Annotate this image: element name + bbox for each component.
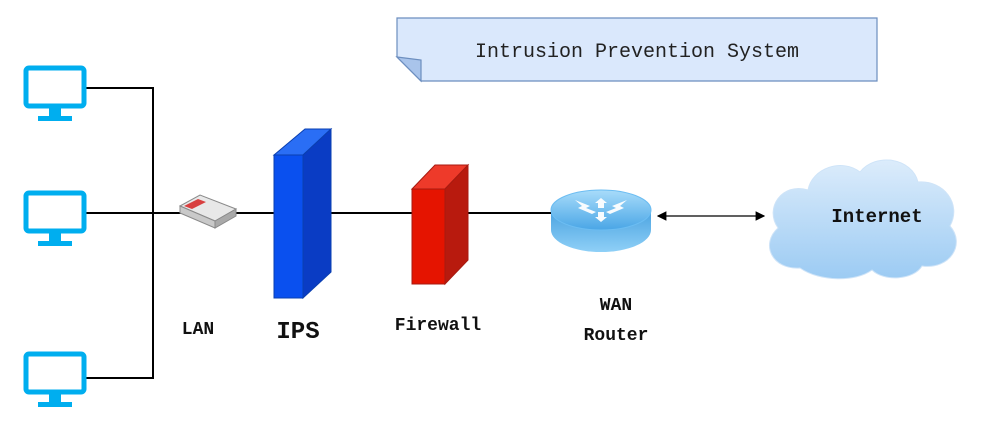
cloud-icon: Internet: [768, 159, 957, 280]
internet-label: Internet: [831, 206, 922, 228]
title-text: Intrusion Prevention System: [475, 41, 799, 64]
monitor-icon: [23, 190, 87, 246]
switch-icon: [178, 194, 238, 229]
router-icon: [550, 189, 652, 252]
monitor-icon: [23, 65, 87, 121]
monitor-icon: [23, 351, 87, 407]
firewall-icon: [410, 163, 470, 286]
wires: [86, 87, 553, 379]
firewall-label: Firewall: [395, 316, 482, 336]
ips-appliance-icon: [272, 127, 333, 300]
title-note: Intrusion Prevention System: [395, 17, 878, 83]
ips-label: IPS: [276, 319, 319, 346]
router-label-line2: Router: [584, 326, 649, 346]
lan-label: LAN: [182, 320, 214, 340]
router-label-line1: WAN: [600, 296, 632, 316]
